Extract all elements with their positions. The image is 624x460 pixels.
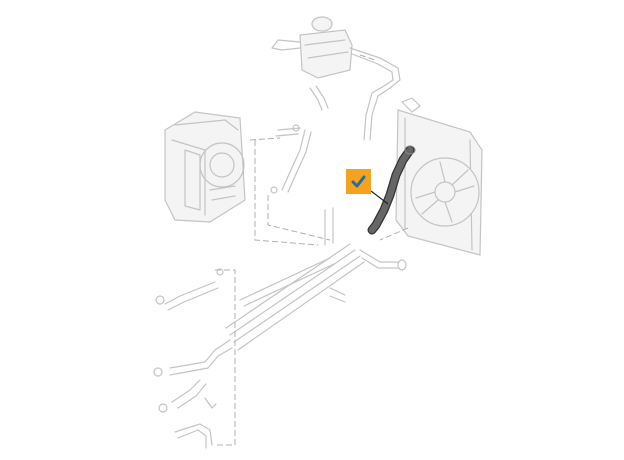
coolant-pipes xyxy=(225,207,407,351)
selected-part-badge[interactable] xyxy=(346,169,371,194)
leader-line xyxy=(370,190,389,205)
hose-left-2 xyxy=(169,339,233,376)
heater-pipe xyxy=(275,127,301,137)
radiator xyxy=(395,97,483,256)
hose-left-4 xyxy=(174,423,213,449)
heater-hose-upper xyxy=(281,129,312,193)
radiator-upper-hose[interactable] xyxy=(367,145,416,235)
check-icon xyxy=(346,169,371,194)
clamp xyxy=(204,397,217,409)
bleed-hose xyxy=(309,85,329,111)
hose-left-1 xyxy=(164,281,219,311)
heater-core-housing xyxy=(164,111,246,223)
hose-left-3 xyxy=(171,379,207,409)
coolant-reservoir xyxy=(271,16,401,141)
